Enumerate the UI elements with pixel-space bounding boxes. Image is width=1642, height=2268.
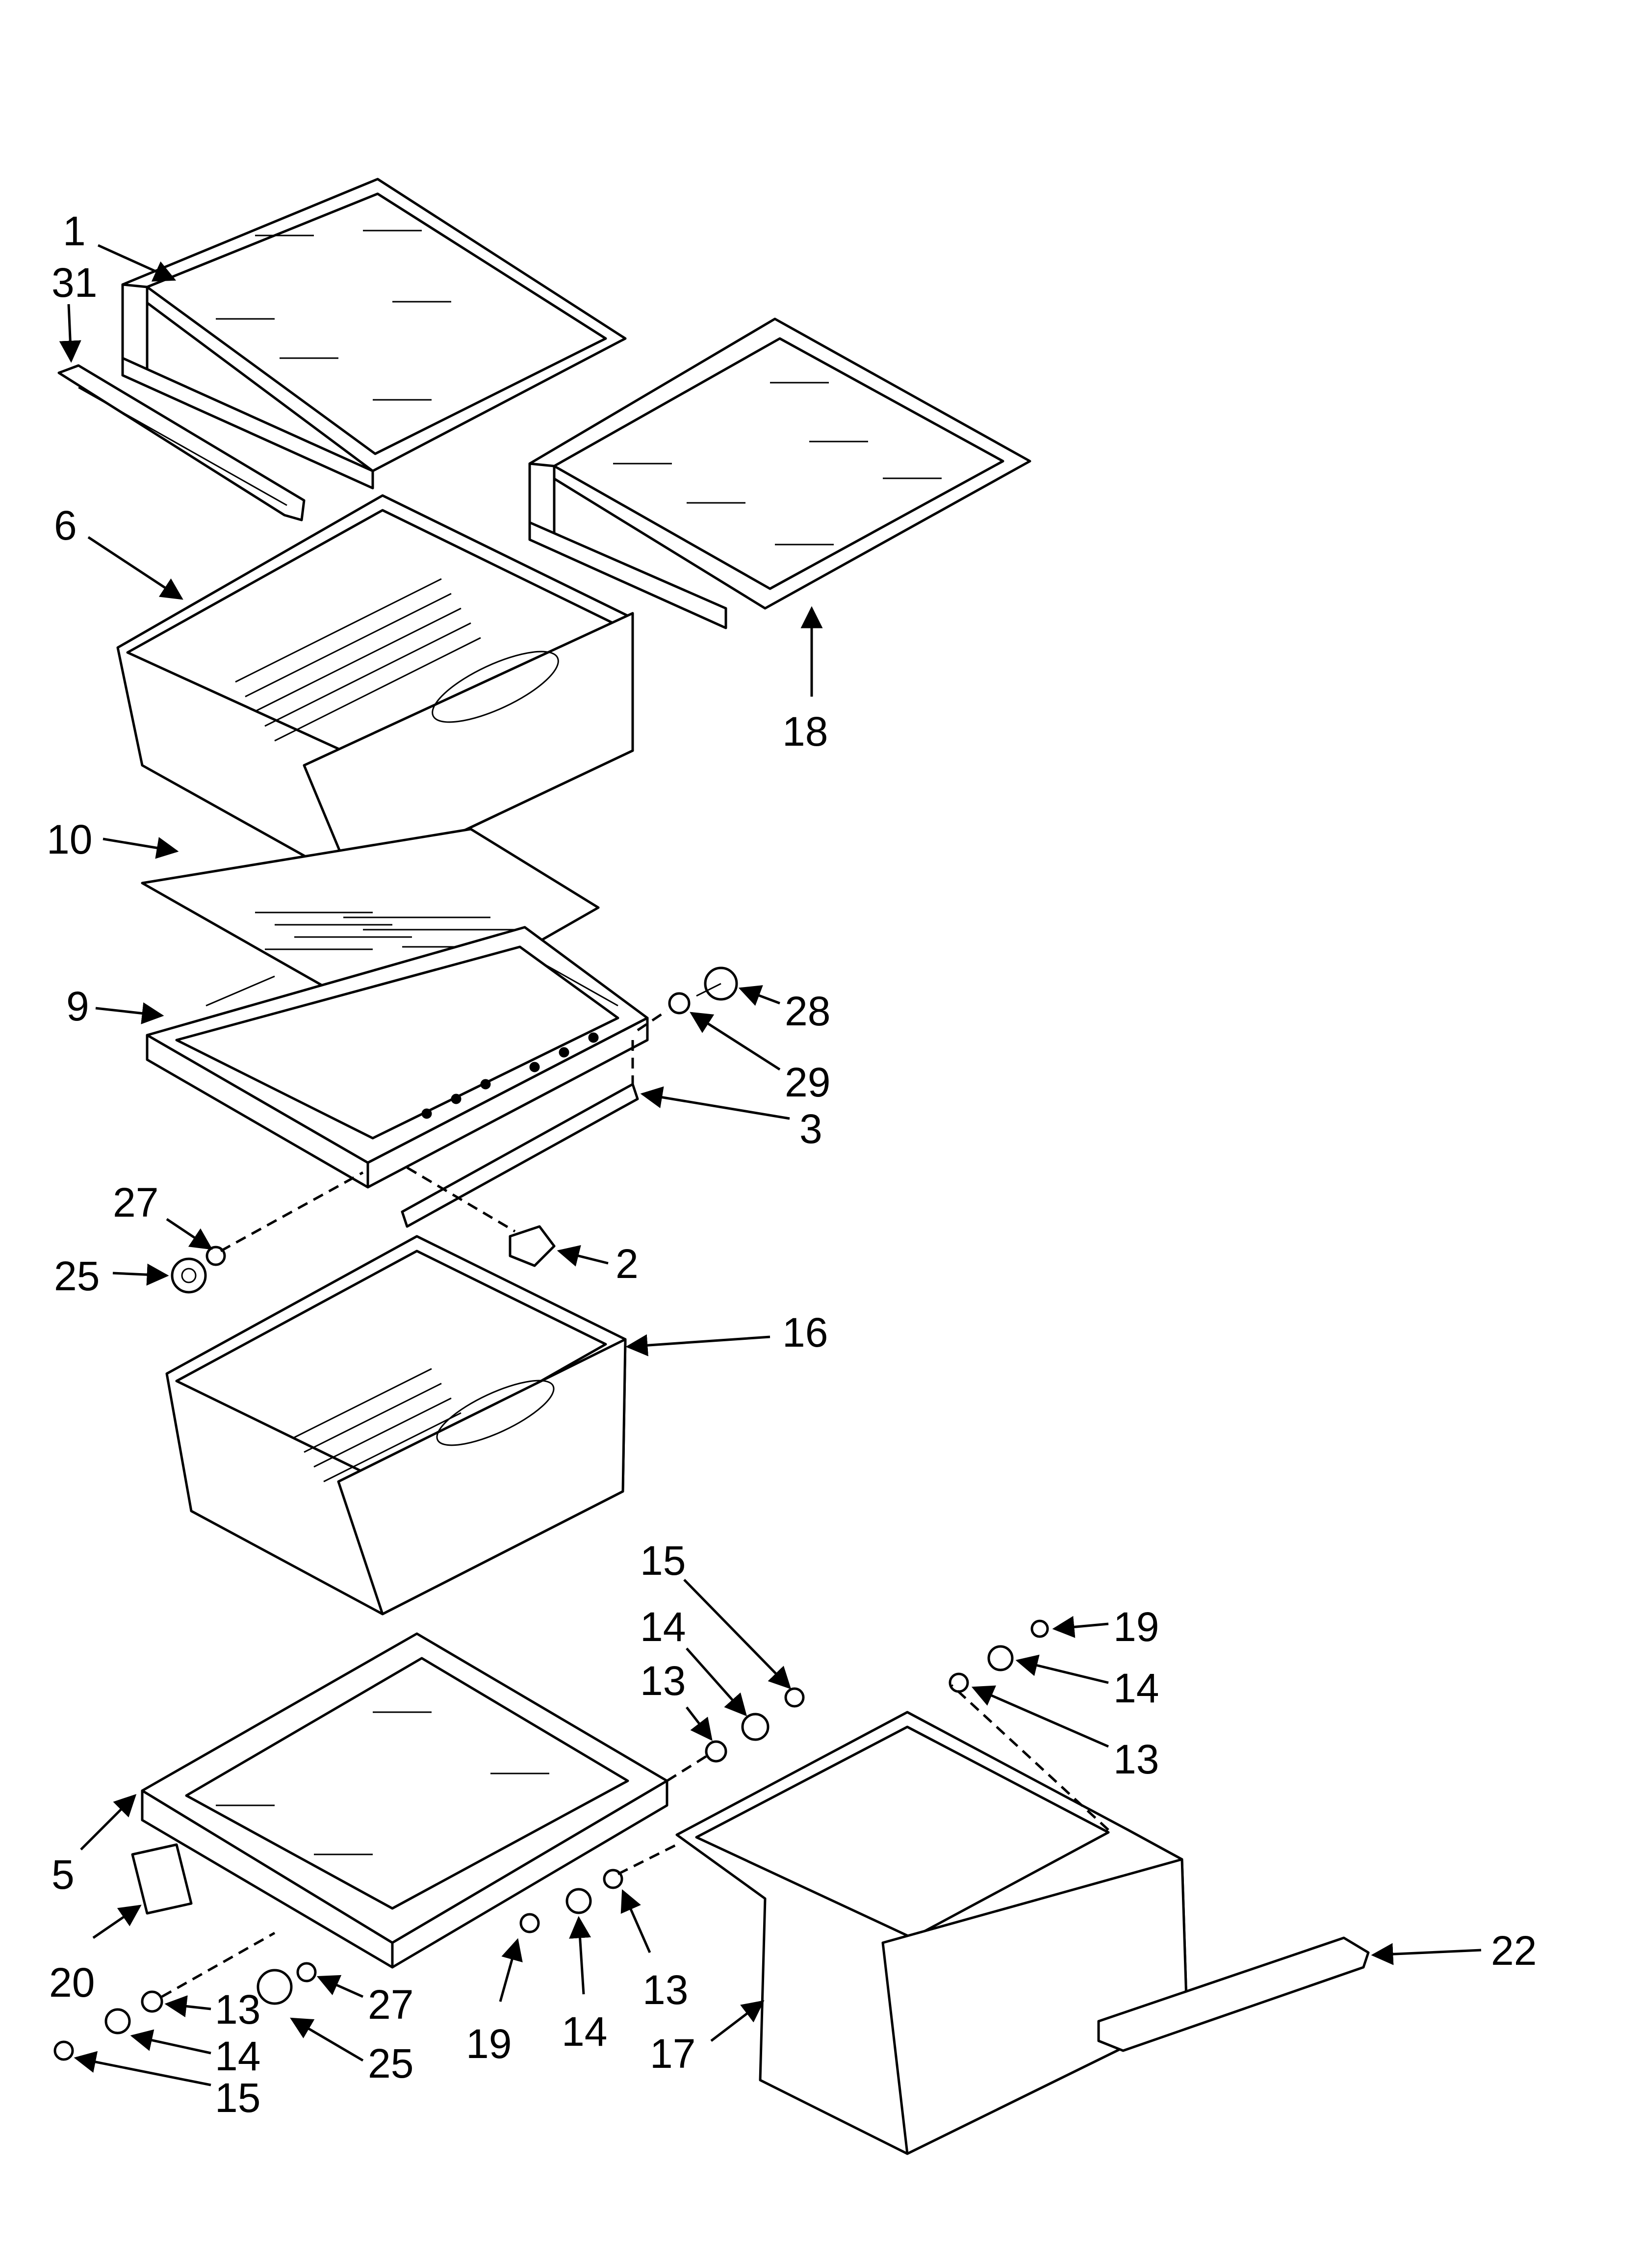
callout-label: 14 (1113, 1665, 1159, 1711)
callout-label: 14 (640, 1604, 686, 1650)
callout-14-left: 14 (130, 2029, 260, 2079)
callout-19-right: 19 (1052, 1604, 1159, 1650)
part-1-glass-shelf (121, 178, 627, 490)
hardware-bits (53, 1619, 1049, 2061)
callout-label: 20 (49, 1959, 95, 2006)
part-22-trim (1097, 1936, 1370, 2052)
callout-1: 1 (63, 208, 177, 282)
callout-15-left: 15 (74, 2051, 260, 2121)
callout-label: 27 (113, 1179, 158, 1225)
callout-29: 29 (690, 1012, 830, 1105)
callout-label: 31 (51, 260, 97, 306)
callout-label: 3 (799, 1106, 822, 1152)
callout-label: 15 (215, 2075, 260, 2121)
callout-label: 22 (1491, 1928, 1537, 1974)
part-9-cover-frame (146, 926, 649, 1189)
callout-label: 16 (782, 1309, 828, 1356)
callout-14-right: 14 (1015, 1654, 1159, 1711)
part-3-bracket (401, 1083, 639, 1228)
callout-14-upper: 14 (640, 1604, 747, 1717)
callout-25-upper: 25 (54, 1253, 169, 1299)
callout-27-lower: 27 (316, 1975, 413, 2028)
callout-5: 5 (51, 1794, 137, 1898)
part-20-cap (131, 1843, 193, 1915)
callout-label: 1 (63, 208, 86, 254)
callout-label: 14 (215, 2033, 260, 2079)
callout-label: 13 (640, 1658, 686, 1704)
callout-label: 6 (54, 502, 77, 548)
part-16-crisper-pan (165, 1235, 627, 1616)
callout-label: 28 (785, 988, 830, 1034)
callout-17: 17 (650, 2000, 765, 2077)
callout-28: 28 (738, 985, 830, 1034)
callout-18: 18 (782, 606, 828, 755)
callout-label: 5 (51, 1851, 75, 1898)
callout-label: 2 (616, 1241, 639, 1287)
assembly-lines (161, 1009, 1109, 1998)
callout-label: 29 (785, 1059, 830, 1105)
callout-label: 13 (642, 1967, 688, 2013)
callout-19-lower: 19 (466, 1938, 523, 2067)
callout-label: 13 (1113, 1736, 1159, 1782)
callout-label: 18 (782, 708, 828, 755)
callout-label: 9 (66, 983, 89, 1029)
callout-9: 9 (66, 983, 164, 1029)
callout-13-right: 13 (971, 1685, 1159, 1782)
callout-label: 25 (368, 2040, 413, 2086)
callout-22: 22 (1371, 1928, 1537, 1974)
callout-31: 31 (51, 260, 97, 363)
callout-16: 16 (625, 1309, 828, 1356)
callout-13-left: 13 (164, 1986, 260, 2033)
callout-20: 20 (49, 1904, 142, 2006)
part-6-crisper-pan (116, 494, 634, 885)
part-2-clip (509, 1225, 556, 1267)
callout-10: 10 (47, 816, 179, 862)
callout-3: 3 (640, 1086, 822, 1152)
callout-label: 15 (640, 1538, 686, 1584)
callout-15-upper: 15 (640, 1538, 792, 1690)
callout-label: 19 (466, 2021, 512, 2067)
callout-label: 17 (650, 2031, 695, 2077)
part-25-roller (171, 1257, 207, 1294)
callout-2: 2 (557, 1241, 639, 1287)
callout-13-upper: 13 (640, 1658, 713, 1741)
part-28-wheel (696, 966, 738, 1001)
callout-25-lower: 25 (290, 2017, 413, 2086)
part-31-rail (57, 364, 306, 521)
callout-27-upper: 27 (113, 1179, 213, 1250)
part-29-nut (668, 992, 691, 1015)
part-27-axle (205, 1246, 226, 1266)
callout-label: 19 (1113, 1604, 1159, 1650)
callout-label: 13 (215, 1986, 260, 2033)
callout-13-lower: 13 (620, 1889, 688, 2013)
callout-label: 27 (368, 1981, 413, 2028)
callout-label: 14 (562, 2008, 607, 2055)
callout-6: 6 (54, 502, 183, 600)
callout-label: 25 (54, 1253, 100, 1299)
callout-label: 10 (47, 816, 92, 862)
part-5-shelf-frame (141, 1632, 668, 1969)
callout-14-lower: 14 (562, 1916, 607, 2055)
part-10-glass-cover (141, 828, 600, 1027)
part-18-glass-shelf (528, 317, 1031, 629)
part-17-pan (675, 1711, 1188, 2155)
